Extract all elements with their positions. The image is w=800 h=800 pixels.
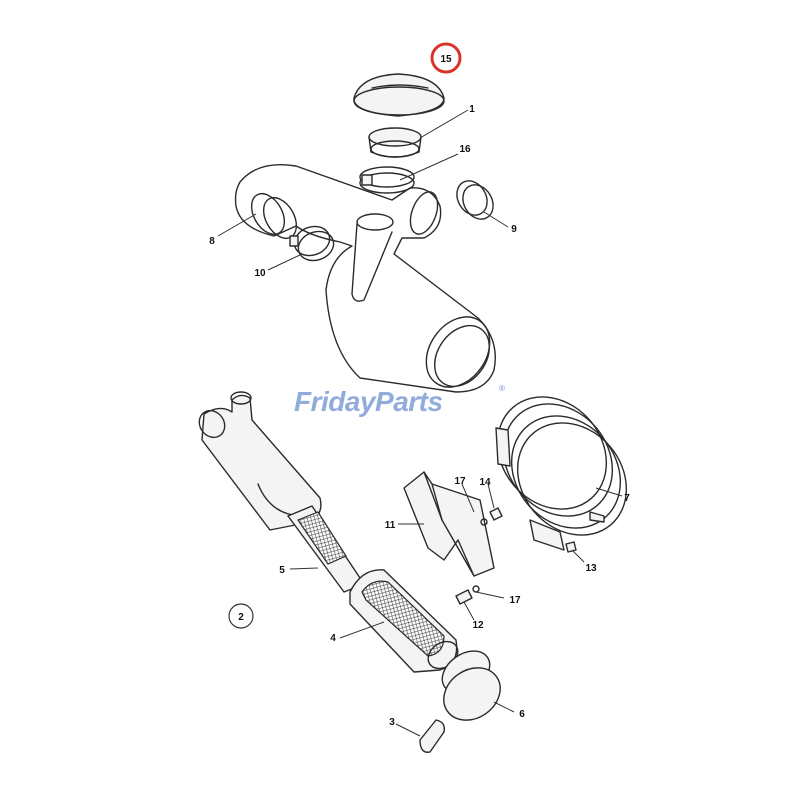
watermark-registered-mark: ® (499, 384, 505, 393)
callout-12: 12 (472, 620, 484, 631)
callout-16: 16 (459, 144, 471, 155)
top-hose-clamp-part (359, 166, 415, 194)
callout-ring-2 (228, 603, 254, 629)
callout-13: 13 (585, 563, 597, 574)
callout-11: 11 (385, 520, 396, 531)
rubber-tip-part (419, 719, 446, 753)
callout-17-upper: 17 (454, 476, 466, 487)
callout-3: 3 (389, 717, 395, 728)
callout-4: 4 (330, 633, 336, 644)
callout-10: 10 (254, 268, 266, 279)
side-hose-clamp-part (456, 180, 494, 220)
callout-7: 7 (624, 493, 630, 504)
callout-6: 6 (519, 709, 525, 720)
callout-2: 2 (238, 612, 244, 623)
left-hose-clamp-part (289, 225, 335, 262)
callout-1: 1 (469, 104, 475, 115)
callout-8: 8 (209, 236, 215, 247)
watermark-logo: FridayParts (294, 386, 443, 417)
tailpipe-part (287, 505, 365, 593)
mounting-bracket-part (403, 471, 495, 577)
highlight-ring-15 (430, 42, 462, 74)
hardware-parts (455, 507, 577, 605)
callout-9: 9 (511, 224, 517, 235)
adapter-collar-part (368, 127, 422, 158)
callout-14: 14 (479, 477, 491, 488)
end-cap-part (441, 650, 501, 721)
rain-cap-part (353, 73, 445, 117)
callout-17-lower: 17 (509, 595, 521, 606)
leader-lines (217, 109, 623, 737)
callout-5: 5 (279, 565, 285, 576)
intake-pipe-part (234, 164, 496, 393)
callout-15: 15 (440, 54, 452, 65)
spark-arrestor-part (349, 569, 459, 673)
mounting-band-part (495, 396, 628, 551)
